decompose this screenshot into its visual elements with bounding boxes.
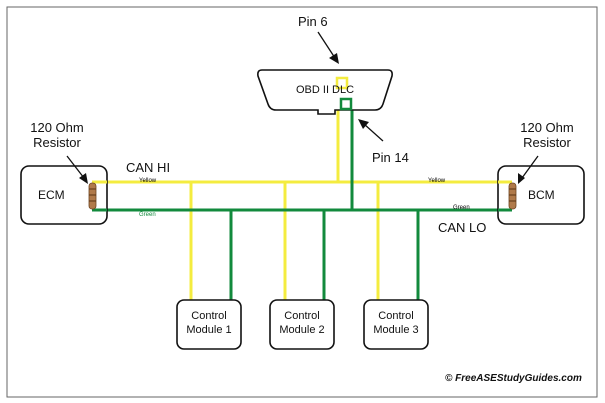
ecm-label: ECM (38, 188, 65, 202)
resistor-right (508, 182, 517, 210)
resistor-right-arrow (518, 155, 539, 184)
pin6-label: Pin 6 (298, 14, 328, 29)
can-lo-label: CAN LO (438, 220, 487, 235)
wire-green-right-label: Green (453, 205, 470, 211)
pin6-terminal (335, 76, 349, 90)
resistor-left-arrow (66, 155, 88, 184)
control-module-3-box (363, 299, 429, 350)
wire-yellow-right-label: Yellow (428, 178, 446, 184)
control-module-3-label: Control Module 3 (364, 309, 428, 337)
control-module-3-line1: Control (378, 310, 414, 322)
pin6-arrow (317, 31, 339, 64)
resistor-right-label-line2: Resistor (523, 135, 571, 150)
can-hi-wire (92, 78, 512, 300)
wire-green-left-label: Green (139, 212, 156, 218)
obd-dlc-connector (257, 69, 393, 115)
control-module-1-label: Control Module 1 (177, 309, 241, 337)
dlc-label: OBD II DLC (296, 84, 355, 96)
control-module-2-line2: Module 2 (279, 324, 325, 336)
resistor-left-label: 120 Ohm Resistor (22, 120, 92, 150)
can-hi-label: CAN HI (126, 160, 171, 175)
resistor-left-label-line1: 120 Ohm (30, 120, 84, 135)
resistor-right-label: 120 Ohm Resistor (512, 120, 582, 150)
can-lo-wire (92, 101, 512, 300)
wire-yellow-left-label: Yellow (139, 178, 157, 184)
bcm-label: BCM (528, 188, 555, 202)
frame-border (6, 6, 598, 398)
pin14-terminal (339, 97, 353, 111)
control-module-1-box (176, 299, 242, 350)
pin14-label: Pin 14 (372, 150, 409, 165)
control-module-1-line1: Control (191, 310, 227, 322)
control-module-1-line2: Module 1 (186, 324, 232, 336)
control-module-3-line2: Module 3 (373, 324, 419, 336)
control-module-2-box (269, 299, 335, 350)
pin14-arrow (358, 119, 384, 142)
resistor-right-label-line1: 120 Ohm (520, 120, 574, 135)
control-module-2-label: Control Module 2 (270, 309, 334, 337)
resistor-left (88, 182, 97, 210)
control-module-2-line1: Control (284, 310, 320, 322)
resistor-left-label-line2: Resistor (33, 135, 81, 150)
copyright-credit: © FreeASEStudyGuides.com (445, 373, 582, 384)
